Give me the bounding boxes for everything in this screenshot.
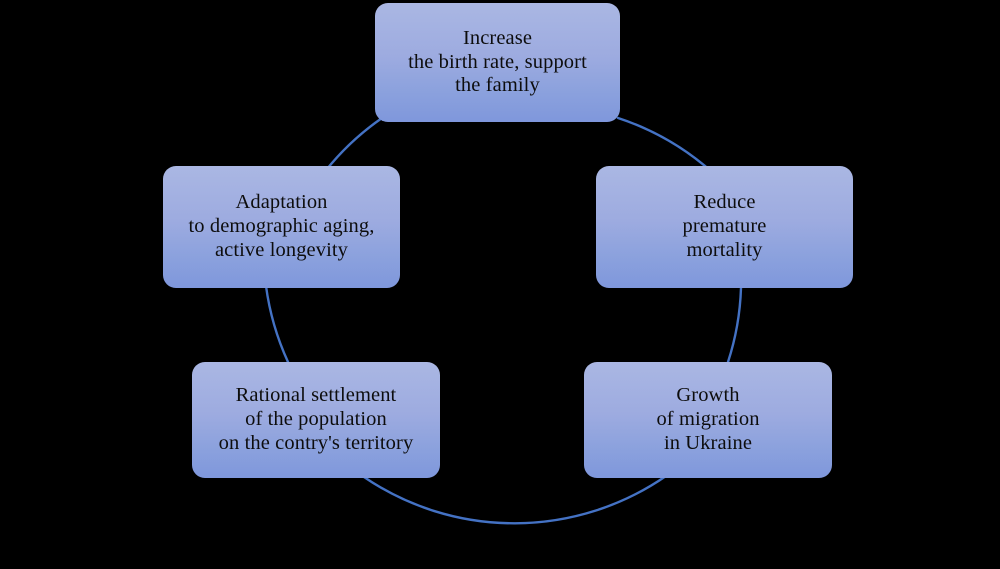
cycle-node-aging-label: Adaptation to demographic aging, active … (188, 191, 375, 261)
cycle-node-mortality[interactable]: Reduce premature mortality (596, 166, 853, 288)
arc-mortality-to-migration (726, 286, 743, 364)
cycle-node-aging[interactable]: Adaptation to demographic aging, active … (163, 166, 400, 288)
cycle-node-settlement-label: Rational settlement of the population on… (218, 384, 414, 454)
cycle-node-birth-rate[interactable]: Increase the birth rate, support the fam… (375, 3, 620, 122)
arc-settlement-to-aging (264, 284, 290, 364)
cycle-node-birth-rate-label: Increase the birth rate, support the fam… (408, 26, 587, 97)
cycle-node-settlement[interactable]: Rational settlement of the population on… (192, 362, 440, 478)
arc-migration-to-settlement (362, 474, 668, 525)
cycle-node-migration[interactable]: Growth of migration in Ukraine (584, 362, 832, 478)
arc-birthrate-to-mortality (616, 116, 714, 174)
cycle-node-migration-label: Growth of migration in Ukraine (656, 384, 760, 454)
cycle-node-mortality-label: Reduce premature mortality (682, 191, 767, 261)
